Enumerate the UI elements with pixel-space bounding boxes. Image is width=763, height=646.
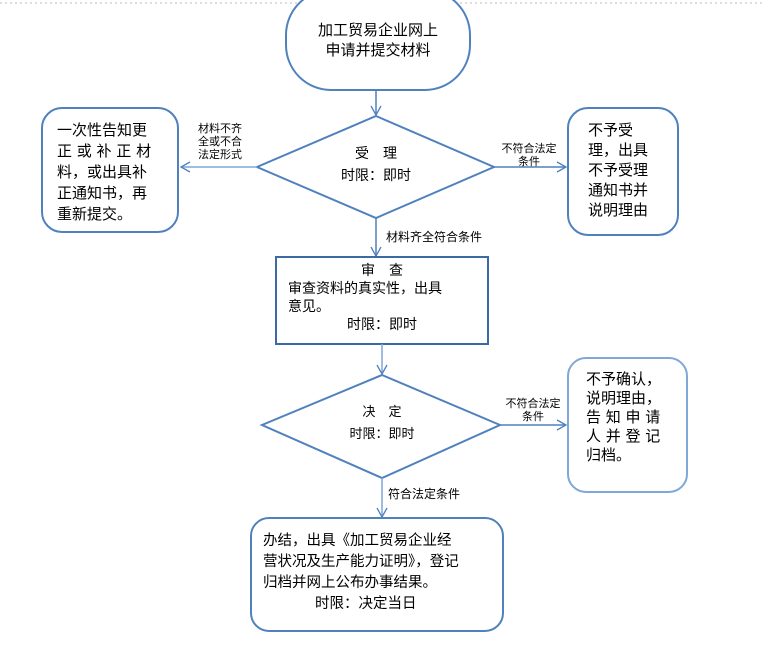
decide-reject-box bbox=[567, 357, 688, 493]
start-line: 加工贸易企业网上 bbox=[317, 21, 438, 39]
finish-box bbox=[250, 517, 504, 632]
box-line: 不予受理 bbox=[588, 161, 649, 179]
box-line: 正 或 补 正 材 bbox=[57, 142, 152, 160]
box-line: 正通知书，再 bbox=[57, 184, 148, 202]
review-box bbox=[275, 256, 489, 345]
start-text: 加工贸易企业网上 申请并提交材料 bbox=[286, 20, 470, 60]
box-line: 归档。 bbox=[586, 446, 632, 464]
box-line: 一次性告知更 bbox=[57, 121, 148, 139]
reject-right-text: 不予受 理，出具 不予受理 通知书并 说明理由 bbox=[588, 120, 648, 220]
box-line: 重新提交。 bbox=[57, 205, 133, 223]
box-line: 料，或出具补 bbox=[57, 163, 148, 181]
accept-title: 受 理 bbox=[355, 146, 397, 162]
box-line: 不予受 bbox=[588, 121, 634, 139]
reject-left-label: 材料不齐 全或不合 法定形式 bbox=[198, 122, 242, 161]
reject-left-box bbox=[41, 107, 179, 233]
box-line: 不予确认， bbox=[586, 370, 662, 388]
box-line: 理，出具 bbox=[588, 141, 649, 159]
finish-line: 归档并网上公布办事结果。 bbox=[263, 575, 437, 591]
label-line: 法定形式 bbox=[198, 148, 242, 161]
box-line: 人 并 登 记 bbox=[586, 427, 661, 445]
box-line: 说明理由， bbox=[586, 389, 662, 407]
to-review-label: 材料齐全符合条件 bbox=[386, 230, 483, 244]
box-line: 通知书并 bbox=[588, 181, 649, 199]
box-line: 说明理由 bbox=[588, 201, 649, 219]
decide-title: 决 定 bbox=[362, 405, 402, 420]
decide-reject-text: 不予确认， 说明理由， 告 知 申 请 人 并 登 记 归档。 bbox=[586, 370, 661, 465]
decide-text: 决 定 时限：即时 bbox=[306, 402, 458, 446]
reject-left-text: 一次性告知更 正 或 补 正 材 料，或出具补 正通知书，再 重新提交。 bbox=[57, 120, 151, 225]
review-text: 审 查 审查资料的真实性，出具 意见。 时限：即时 bbox=[276, 262, 488, 334]
box-line: 告 知 申 请 bbox=[586, 408, 661, 426]
accept-text: 受 理 时限：即时 bbox=[300, 143, 452, 187]
reject-right-box bbox=[567, 107, 679, 236]
review-title: 审 查 bbox=[361, 263, 403, 279]
decide-time: 时限：即时 bbox=[349, 427, 415, 442]
finish-line: 营状况及生产能力证明》，登记 bbox=[263, 554, 459, 570]
finish-text: 办结，出具《加工贸易企业经 营状况及生产能力证明》，登记 归档并网上公布办事结果… bbox=[263, 531, 459, 615]
to-finish-label: 符合法定条件 bbox=[388, 487, 461, 501]
label-line: 不符合法定 bbox=[501, 142, 557, 155]
review-line: 审查资料的真实性，出具 bbox=[288, 281, 442, 297]
decide-reject-label: 不符合法定 条件 bbox=[499, 397, 567, 423]
review-time: 时限：即时 bbox=[347, 317, 417, 333]
accept-time: 时限：即时 bbox=[341, 168, 411, 184]
finish-time: 时限：决定当日 bbox=[315, 596, 417, 612]
finish-line: 办结，出具《加工贸易企业经 bbox=[263, 533, 452, 549]
start-line: 申请并提交材料 bbox=[325, 41, 431, 59]
label-line: 不符合法定 bbox=[505, 397, 561, 410]
start-node bbox=[285, 0, 471, 91]
label-line: 条件 bbox=[518, 155, 540, 168]
label-line: 条件 bbox=[522, 410, 544, 423]
reject-right-label: 不符合法定 条件 bbox=[494, 142, 564, 168]
label-line: 全或不合 bbox=[198, 135, 242, 148]
review-line: 意见。 bbox=[288, 299, 330, 315]
label-line: 材料不齐 bbox=[198, 122, 242, 135]
